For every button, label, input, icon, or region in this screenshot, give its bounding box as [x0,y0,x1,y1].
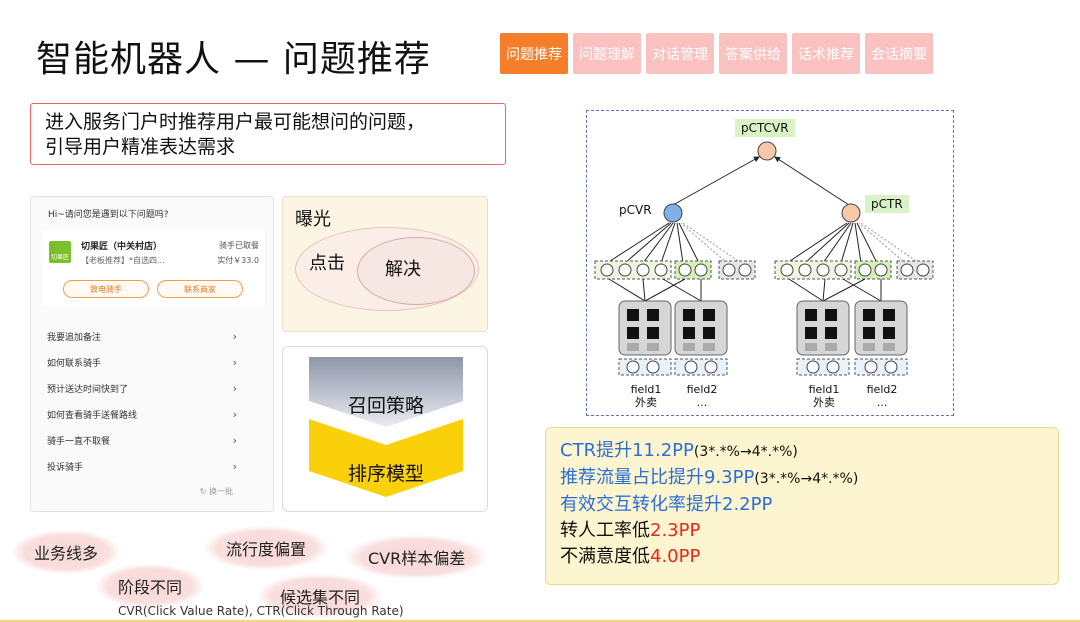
cloud-stage-diff: 阶段不同 [96,564,205,608]
section-tabs: 问题推荐 问题理解 对话管理 答案供给 话术推荐 会话摘要 [500,33,933,74]
list-item[interactable]: 预计送达时间快到了 › [31,375,273,401]
pctcvr-node [757,141,777,161]
refresh-icon: ↻ [199,487,209,496]
result-dissatisfaction: 不满意度低4.0PP [560,546,701,567]
tab-answer-supply[interactable]: 答案供给 [719,33,787,74]
question-text: 骑手一直不取餐 [47,436,111,447]
result-transfer: 转人工率低2.3PP [560,520,701,541]
lookup-blocks [618,300,908,356]
list-item[interactable]: 如何查看骑手送餐路线 › [31,401,273,427]
chevron-right-icon: › [232,459,237,473]
list-item[interactable]: 如何联系骑手 › [31,349,273,375]
exposure-label: 曝光 [295,209,331,230]
question-text: 预计送达时间快到了 [47,384,129,395]
store-card[interactable]: 切果匠 切果匠（中关村店） 骑手已取餐 【老板推荐】*自选四... 实付￥33.… [43,229,265,307]
call-rider-button[interactable]: 致电骑手 [63,280,149,298]
chevron-right-icon: › [232,355,237,369]
result-ctr: CTR提升11.2PP(3*.*%→4*.*%) [560,440,798,461]
recall-label: 召回策略 [347,395,424,417]
greeting-text: Hi~请问您是遇到以下问题吗? [48,210,169,220]
tab-script-recommend[interactable]: 话术推荐 [792,33,860,74]
solve-label: 解决 [385,259,421,280]
recall-arrow [309,357,463,427]
list-item[interactable]: 投诉骑手 › [31,453,273,479]
refresh-label: 换一批 [209,487,233,496]
contact-merchant-button[interactable]: 联系商家 [157,280,243,298]
solve-ellipse [357,237,475,305]
refresh-button[interactable]: ↻ 换一批 [200,486,233,497]
chevron-right-icon: › [232,433,237,447]
results-box: CTR提升11.2PP(3*.*%→4*.*%) 推荐流量占比提升9.3PP(3… [545,427,1059,585]
intro-line-2: 引导用户精准表达需求 [45,136,236,158]
intro-line-1: 进入服务门户时推荐用户最可能想问的问题， [45,111,426,133]
exposure-panel: 曝光 点击 解决 [282,196,488,332]
pctcvr-label: pCTCVR [735,119,795,137]
pcvr-label: pCVR [619,203,652,217]
pcvr-node [663,203,683,223]
pctr-node [841,203,861,223]
tab-question-recommend[interactable]: 问题推荐 [500,33,568,74]
page-title: 智能机器人 — 问题推荐 [36,39,431,80]
intro-box: 进入服务门户时推荐用户最可能想问的问题， 引导用户精准表达需求 [30,103,506,165]
store-name: 切果匠（中关村店） [81,242,163,252]
question-text: 如何联系骑手 [47,358,102,369]
question-list: 我要追加备注 › 如何联系骑手 › 预计送达时间快到了 › 如何查看骑手送餐路线 › 骑… [31,323,273,479]
footnote: CVR(Click Value Rate), CTR(Click Through… [118,604,404,618]
tab-question-understanding[interactable]: 问题理解 [573,33,641,74]
question-text: 如何查看骑手送餐路线 [47,410,138,421]
order-desc: 【老板推荐】*自选四... [81,256,165,265]
tab-session-summary[interactable]: 会话摘要 [865,33,933,74]
question-text: 我要追加备注 [47,332,102,343]
funnel-graphic [309,357,463,497]
chevron-right-icon: › [232,381,237,395]
store-logo: 切果匠 [49,241,71,263]
rank-arrow [309,419,463,497]
bottom-divider [0,620,1080,622]
order-price: 实付￥33.0 [217,256,259,265]
field-label: field2... [866,383,898,409]
rank-label: 排序模型 [347,463,424,485]
click-label: 点击 [309,253,345,274]
chevron-right-icon: › [232,329,237,343]
cloud-popularity-bias: 流行度偏置 [204,526,329,570]
result-conversion: 有效交互转化率提升2.2PP [560,494,773,515]
pctr-label: pCTR [865,195,909,213]
list-item[interactable]: 我要追加备注 › [31,323,273,349]
cloud-candidate-diff: 候选集不同 [258,574,383,618]
order-status: 骑手已取餐 [219,241,259,250]
network-graphic [594,141,934,376]
chevron-right-icon: › [232,407,237,421]
list-item[interactable]: 骑手一直不取餐 › [31,427,273,453]
result-traffic: 推荐流量占比提升9.3PP(3*.*%→4*.*%) [560,467,859,488]
cloud-cvr-bias: CVR样本偏差 [346,535,488,579]
phone-screenshot: Hi~请问您是遇到以下问题吗? 切果匠 切果匠（中关村店） 骑手已取餐 【老板推… [30,196,274,512]
strategy-funnel: 召回策略 排序模型 [282,346,488,512]
field-label: field2... [686,383,718,409]
tab-dialog-management[interactable]: 对话管理 [646,33,714,74]
question-text: 投诉骑手 [47,462,84,473]
